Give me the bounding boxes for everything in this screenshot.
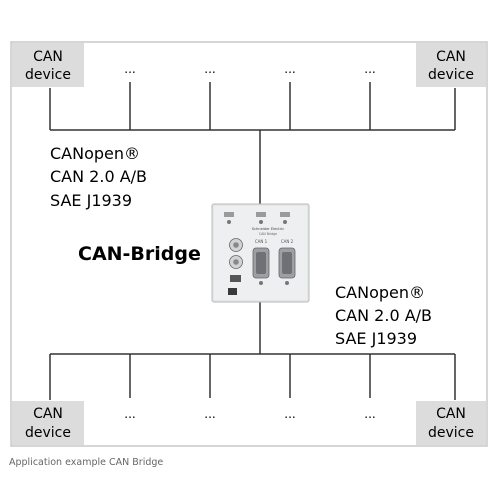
can-device-label-line1: CAN [436, 406, 466, 422]
protocol-canopen: CANopen® [335, 283, 425, 302]
protocol-j1939: SAE J1939 [335, 329, 417, 348]
protocol-can20ab: CAN 2.0 A/B [50, 167, 147, 186]
outer-frame [10, 41, 488, 447]
protocols-bottom: CANopen® CAN 2.0 A/B SAE J1939 [335, 283, 432, 348]
can-device-top-left: CAN device [12, 43, 84, 87]
protocol-canopen: CANopen® [50, 144, 140, 163]
port-1-label: CAN 1 [255, 239, 268, 244]
ellipsis-bottom-2: ... [204, 407, 215, 421]
top-bus [49, 82, 456, 206]
can-device-label-line1: CAN [33, 406, 63, 422]
ellipsis-top-2: ... [204, 62, 215, 76]
can-device-bottom-left: CAN device [12, 401, 84, 445]
brand-logo-icon [228, 288, 237, 295]
can-device-bottom-right: CAN device [416, 401, 486, 445]
bridge-label: CAN-Bridge [78, 243, 201, 265]
db9-connector-icon [252, 247, 296, 279]
ellipsis-bottom-4: ... [364, 407, 375, 421]
can-device-label-line2: device [25, 425, 71, 441]
port-2-label: CAN 2 [281, 239, 294, 244]
ellipsis-top-4: ... [364, 62, 375, 76]
protocol-can20ab: CAN 2.0 A/B [335, 306, 432, 325]
protocol-j1939: SAE J1939 [50, 191, 132, 210]
can-device-top-right: CAN device [416, 43, 486, 87]
terminal-connectors [224, 212, 290, 224]
ellipsis-top-1: ... [124, 62, 135, 76]
protocols-top: CANopen® CAN 2.0 A/B SAE J1939 [50, 144, 147, 210]
can-device-label-line1: CAN [436, 49, 466, 65]
ellipsis-top-3: ... [284, 62, 295, 76]
can-device-label-line1: CAN [33, 49, 63, 65]
figure-caption: Application example CAN Bridge [9, 457, 164, 468]
can-device-label-line2: device [428, 425, 474, 441]
can-device-label-line2: device [25, 67, 71, 83]
ellipsis-bottom-1: ... [124, 407, 135, 421]
usb-port-icon [230, 275, 241, 282]
can-device-label-line2: device [428, 67, 474, 83]
rotary-switch-icon [229, 238, 243, 269]
bottom-bus [49, 300, 456, 400]
ellipsis-bottom-3: ... [284, 407, 295, 421]
device-model: CAN Bridge [259, 232, 277, 236]
can-bridge-device: Schneider Electric CAN Bridge CAN 1 CAN … [211, 203, 310, 303]
device-brand: Schneider Electric [252, 227, 284, 231]
